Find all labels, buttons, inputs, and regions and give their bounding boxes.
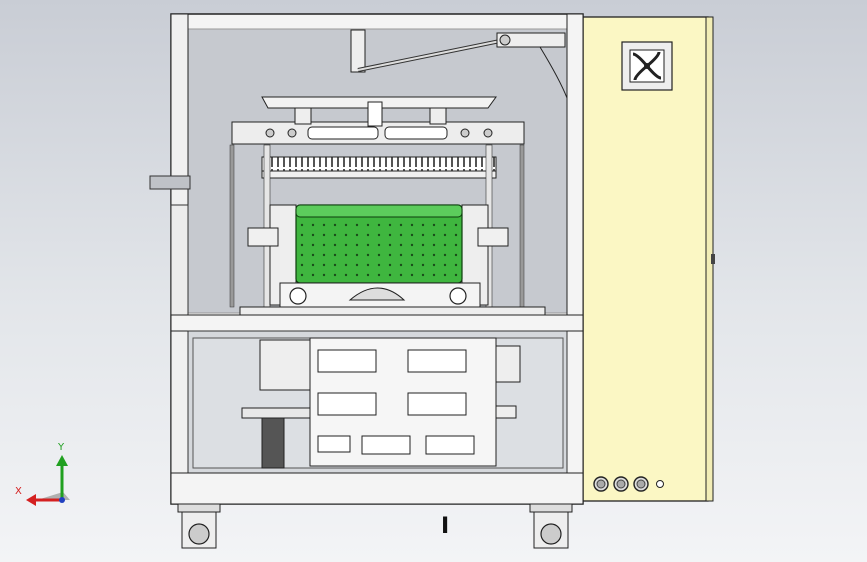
cabinet-button-3[interactable]: [633, 476, 649, 492]
view-label: Ⅰ: [441, 514, 450, 539]
lid-strut: [350, 29, 568, 99]
key-switch[interactable]: [656, 480, 664, 488]
fan-grille-icon: [621, 41, 673, 91]
formed-product: [295, 204, 463, 284]
caster-left: [177, 503, 221, 549]
cabinet-button-2[interactable]: [613, 476, 629, 492]
forming-mould: [239, 204, 546, 316]
axis-triad: [26, 455, 70, 506]
x-axis-label: X: [15, 486, 22, 497]
caster-right: [529, 503, 573, 549]
control-panel-components: [241, 337, 521, 469]
y-axis-label: Y: [58, 442, 65, 453]
cabinet-button-1[interactable]: [593, 476, 609, 492]
electrical-cabinet: [581, 16, 715, 502]
